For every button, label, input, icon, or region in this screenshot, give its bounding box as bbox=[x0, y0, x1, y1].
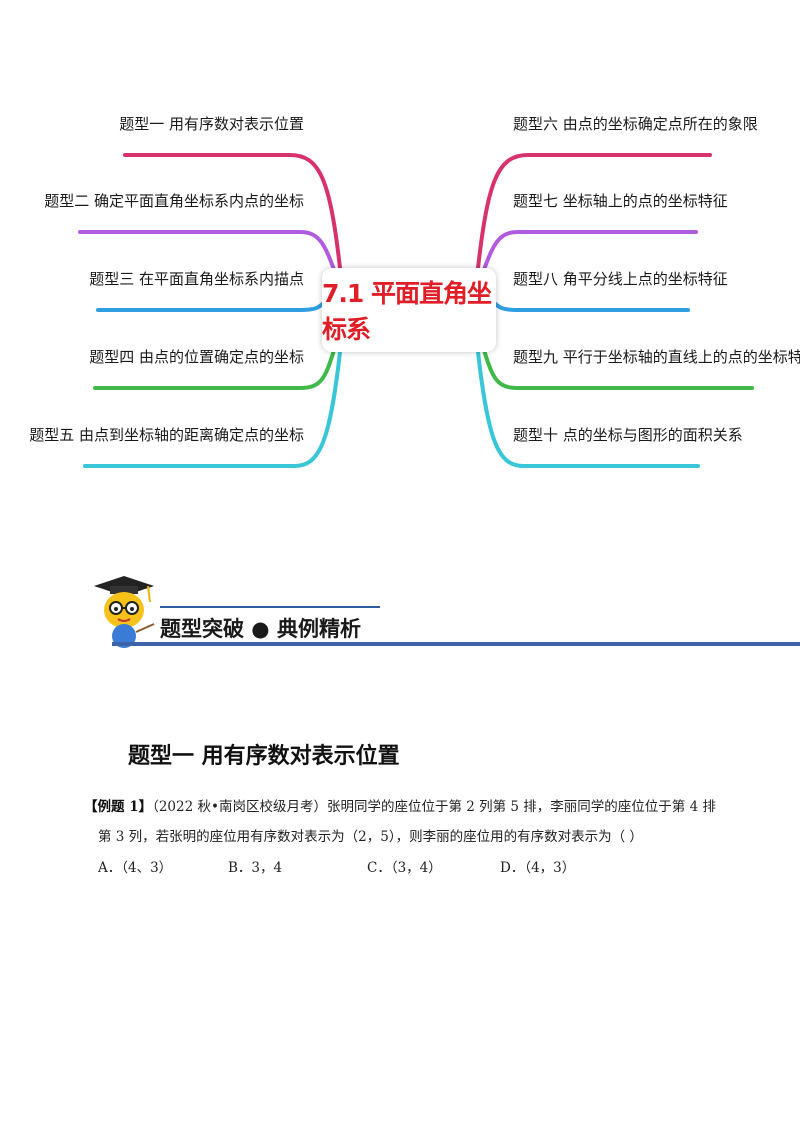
branch-line-left-3 bbox=[96, 298, 328, 312]
branch-label-right-3: 题型八 角平分线上点的坐标特征 bbox=[513, 270, 728, 288]
branch-line-right-2 bbox=[480, 230, 698, 277]
option-b[interactable]: B．3，4 bbox=[228, 860, 283, 876]
branch-label-left-4: 题型四 由点的位置确定点的坐标 bbox=[89, 348, 304, 366]
example-line-1: 【例题 1】（2022 秋•南岗区校级月考）张明同学的座位位于第 2 列第 5 … bbox=[84, 795, 716, 815]
branch-label-left-3: 题型三 在平面直角坐标系内描点 bbox=[89, 270, 304, 288]
branch-line-left-2 bbox=[78, 230, 338, 277]
branch-line-left-4 bbox=[93, 348, 336, 390]
mindmap-center-node: 7.1 平面直角坐标系 bbox=[322, 268, 496, 352]
branch-label-right-5: 题型十 点的坐标与图形的面积关系 bbox=[513, 426, 743, 444]
example-line-2: 第 3 列，若张明的座位用有序数对表示为（2，5），则李丽的座位用的有序数对表示… bbox=[98, 829, 643, 845]
branch-line-right-3 bbox=[490, 298, 690, 312]
option-a[interactable]: A．（4、3） bbox=[98, 860, 173, 876]
banner-title: 题型突破 ● 典例精析 bbox=[160, 617, 361, 641]
option-c[interactable]: C．（3，4） bbox=[367, 860, 442, 876]
branch-label-left-1: 题型一 用有序数对表示位置 bbox=[119, 115, 304, 133]
option-d[interactable]: D．（4，3） bbox=[500, 860, 576, 876]
branch-line-left-1 bbox=[123, 153, 342, 270]
example-tag: 【例题 1】 bbox=[84, 799, 153, 815]
branch-line-right-5 bbox=[476, 350, 700, 468]
branch-label-right-4: 题型九 平行于坐标轴的直线上的点的坐标特征 bbox=[513, 348, 800, 366]
banner-rule-top bbox=[160, 606, 380, 608]
section-title: 题型一 用有序数对表示位置 bbox=[128, 743, 400, 769]
branch-line-right-4 bbox=[482, 348, 754, 390]
branch-label-left-2: 题型二 确定平面直角坐标系内点的坐标 bbox=[44, 192, 304, 210]
branch-label-right-2: 题型七 坐标轴上的点的坐标特征 bbox=[513, 192, 728, 210]
mindmap-center-title: 7.1 平面直角坐标系 bbox=[322, 279, 492, 344]
branch-label-left-5: 题型五 由点到坐标轴的距离确定点的坐标 bbox=[29, 426, 304, 444]
branch-label-right-1: 题型六 由点的坐标确定点所在的象限 bbox=[513, 115, 758, 133]
mascot-icon bbox=[94, 576, 155, 648]
branch-line-left-5 bbox=[83, 350, 342, 468]
example-stem-1: （2022 秋•南岗区校级月考）张明同学的座位位于第 2 列第 5 排，李丽同学… bbox=[152, 799, 716, 815]
banner-rule-bottom bbox=[112, 642, 800, 646]
branch-line-right-1 bbox=[476, 153, 712, 270]
